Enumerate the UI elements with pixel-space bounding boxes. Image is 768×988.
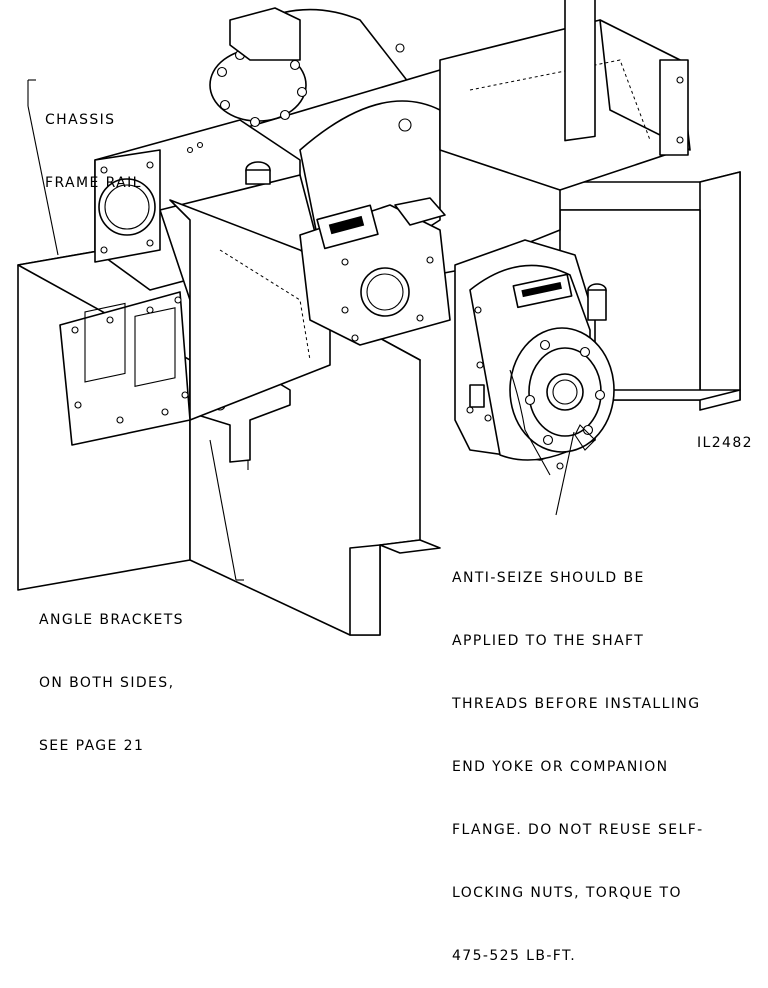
note-line: ANTI-SEIZE SHOULD BE	[452, 570, 645, 586]
note-line: END YOKE OR COMPANION	[452, 759, 669, 775]
note-line: APPLIED TO THE SHAFT	[452, 633, 645, 649]
angle-brackets-label: ANGLE BRACKETS ON BOTH SIDES, SEE PAGE 2…	[39, 568, 184, 778]
anti-seize-note: ANTI-SEIZE SHOULD BE APPLIED TO THE SHAF…	[452, 526, 704, 988]
assembly-drawing	[17, 0, 741, 636]
note-line: FLANGE. DO NOT REUSE SELF-	[452, 822, 704, 838]
note-line: 475-525 LB-FT.	[452, 948, 577, 964]
technical-illustration: CHASSIS FRAME RAIL IL2482 ANGLE BRACKETS…	[17, 0, 753, 964]
label-line: CHASSIS	[45, 112, 116, 128]
chassis-frame-rail-label: CHASSIS FRAME RAIL	[45, 68, 142, 215]
label-line: ON BOTH SIDES,	[39, 675, 175, 691]
label-line: ANGLE BRACKETS	[39, 612, 184, 628]
figure-id: IL2482	[697, 435, 753, 451]
note-line: THREADS BEFORE INSTALLING	[452, 696, 701, 712]
pump-assembly	[299, 197, 451, 346]
output-flange-assembly	[454, 239, 615, 476]
label-line: SEE PAGE 21	[39, 738, 145, 754]
leader-lines	[27, 79, 575, 581]
label-line: FRAME RAIL	[45, 175, 142, 191]
note-line: LOCKING NUTS, TORQUE TO	[452, 885, 682, 901]
